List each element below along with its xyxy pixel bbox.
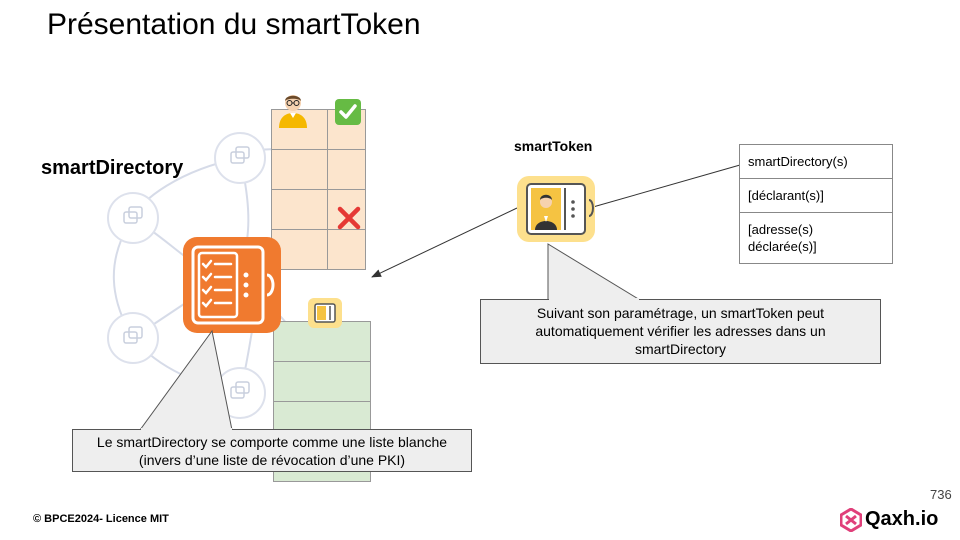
person-avatar-icon [279, 95, 307, 128]
qaxh-logo: Qaxh.io [840, 506, 940, 534]
smart-directory-icon [183, 237, 281, 333]
page-title: Présentation du smartToken [47, 8, 421, 41]
field-smart-directories: smartDirectory(s) [740, 145, 892, 179]
token-fields-box: smartDirectory(s) [déclarant(s)] [adress… [739, 144, 893, 264]
callout-right: Suivant son paramétrage, un smartToken p… [480, 299, 881, 364]
smart-token-label: smartToken [514, 138, 593, 154]
smart-directory-label: smartDirectory [41, 157, 184, 179]
callout-left: Le smartDirectory se comporte comme une … [72, 429, 472, 472]
qaxh-logo-icon [840, 508, 862, 532]
field-declarants: [déclarant(s)] [740, 179, 892, 213]
logo-text: Qaxh.io [865, 508, 939, 530]
page-number: 736 [930, 487, 952, 502]
copyright-text: © BPCE2024- Licence MIT [33, 513, 169, 525]
copyright-icon: © [33, 513, 42, 525]
field-declared-addresses: [adresse(s) déclarée(s)] [748, 222, 817, 254]
callout-right-joint [549, 298, 639, 302]
small-token-icon [308, 298, 342, 328]
directory-entries-table [271, 109, 366, 270]
smart-token-icon [517, 176, 595, 242]
cross-mark-icon [337, 206, 361, 230]
check-mark-icon [335, 99, 361, 125]
callout-left-joint [141, 428, 232, 432]
